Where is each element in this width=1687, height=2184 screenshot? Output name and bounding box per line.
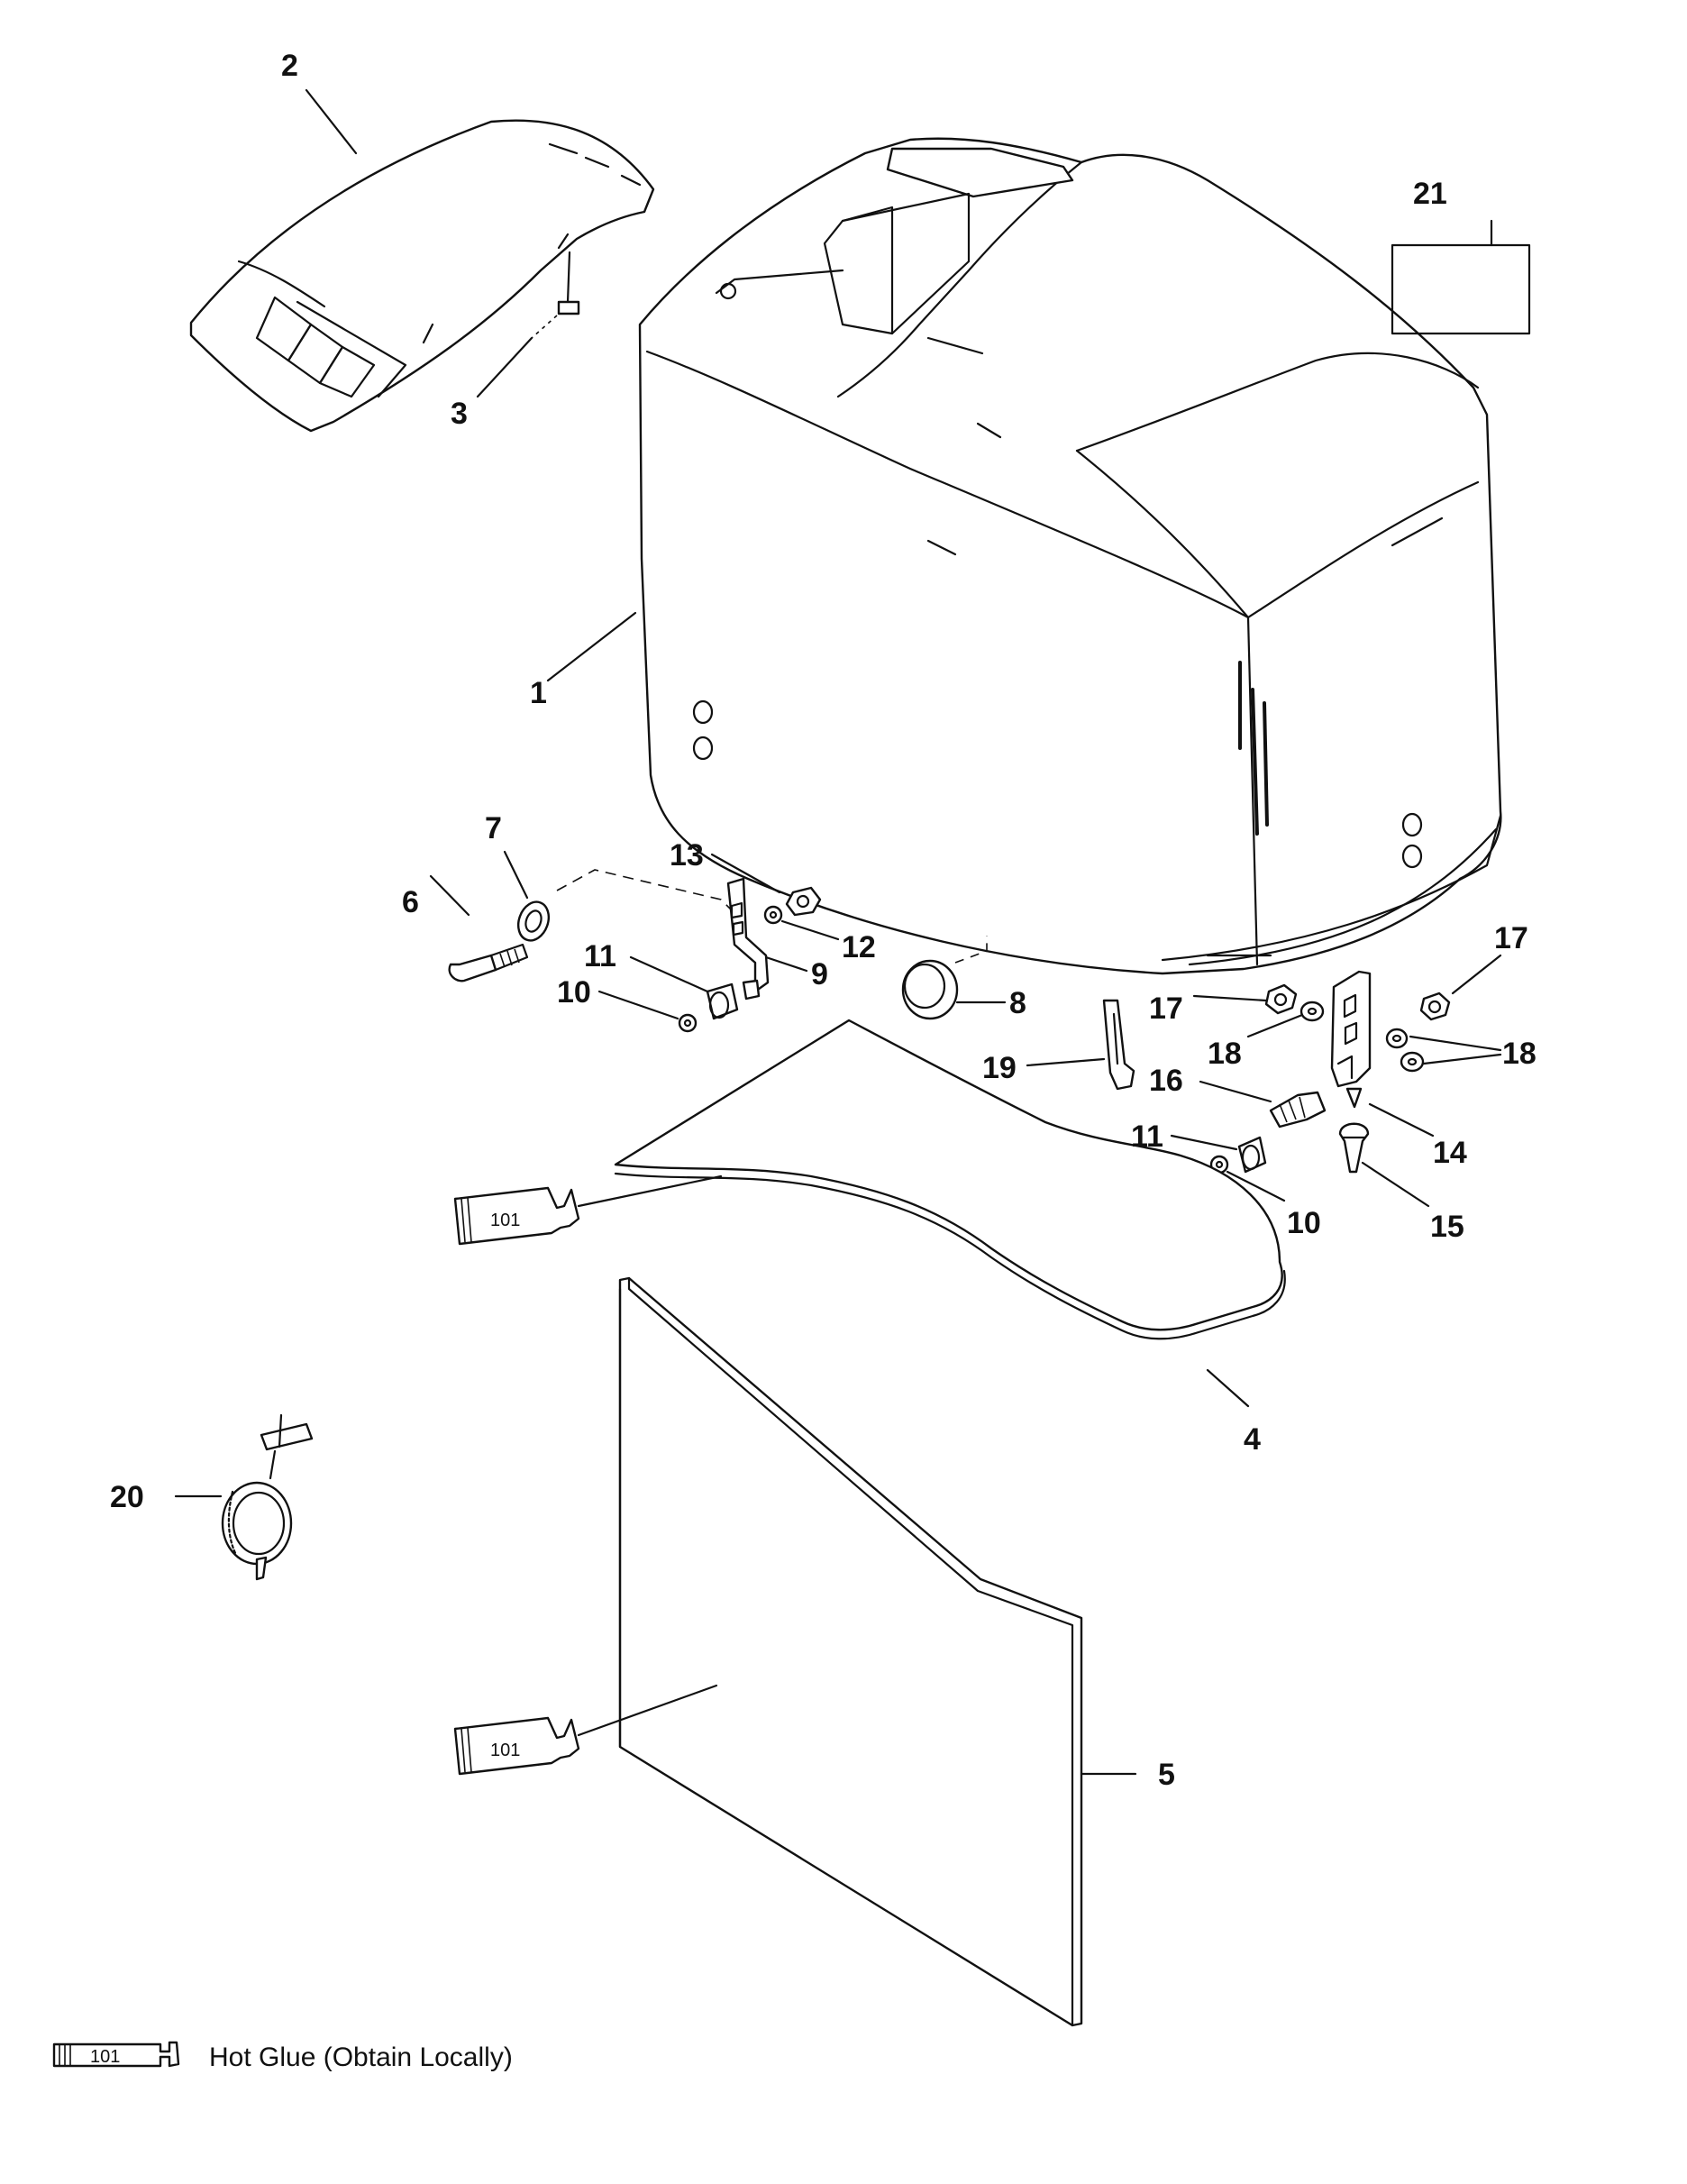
leader-lines xyxy=(174,88,1502,1776)
part-1-main-cowl xyxy=(638,137,1502,975)
callout-11-left: 11 xyxy=(584,939,616,973)
right-latch-hardware xyxy=(1209,970,1451,1174)
callout-1: 1 xyxy=(530,676,547,710)
glue-tube-lower-label: 101 xyxy=(490,1741,520,1760)
callout-17-left: 17 xyxy=(1149,991,1183,1026)
callout-8: 8 xyxy=(1009,986,1026,1020)
glue-tube-upper: 101 xyxy=(453,1186,580,1246)
part-5-acoustic-panel xyxy=(618,1276,1083,2027)
callout-16: 16 xyxy=(1149,1064,1183,1098)
callout-15: 15 xyxy=(1430,1210,1464,1244)
legend-code: 101 xyxy=(90,2047,120,2067)
callout-11-right: 11 xyxy=(1131,1119,1163,1154)
callout-labels: 2 3 1 21 7 6 13 12 9 11 10 8 19 17 18 16… xyxy=(110,49,1537,1792)
callout-21: 21 xyxy=(1413,177,1447,211)
callout-2: 2 xyxy=(281,49,298,83)
glue-tube-upper-label: 101 xyxy=(490,1211,520,1230)
part-21-decal xyxy=(1391,243,1531,335)
legend-text: Hot Glue (Obtain Locally) xyxy=(209,2042,513,2072)
legend-glue-tube-icon: 101 xyxy=(52,2041,180,2068)
callout-12: 12 xyxy=(842,930,876,964)
callout-18-left: 18 xyxy=(1208,1037,1242,1071)
part-19-clip xyxy=(1102,999,1135,1091)
callout-20: 20 xyxy=(110,1480,144,1514)
part-3-screw xyxy=(531,251,580,339)
part-20-wiring-harness xyxy=(221,1413,314,1581)
glue-tube-lower: 101 xyxy=(453,1716,580,1776)
callout-17-right: 17 xyxy=(1494,921,1528,955)
callout-6: 6 xyxy=(402,885,419,919)
callout-10-right: 10 xyxy=(1287,1206,1321,1240)
callout-10-left: 10 xyxy=(557,975,591,1010)
callout-7: 7 xyxy=(485,811,502,845)
part-2-top-cowl-cover xyxy=(189,119,655,433)
callout-9: 9 xyxy=(811,957,828,991)
left-latch-hardware xyxy=(448,869,822,1033)
callout-5: 5 xyxy=(1158,1758,1175,1792)
part-4-seal-pad xyxy=(614,1019,1286,1340)
callout-19: 19 xyxy=(982,1051,1017,1085)
legend: 101 Hot Glue (Obtain Locally) xyxy=(52,2041,513,2072)
callout-18-right: 18 xyxy=(1502,1037,1537,1071)
callout-14: 14 xyxy=(1433,1136,1467,1170)
callout-4: 4 xyxy=(1244,1422,1261,1457)
callout-13: 13 xyxy=(670,838,704,873)
callout-3: 3 xyxy=(451,397,468,431)
part-8-grommet xyxy=(901,936,988,1020)
